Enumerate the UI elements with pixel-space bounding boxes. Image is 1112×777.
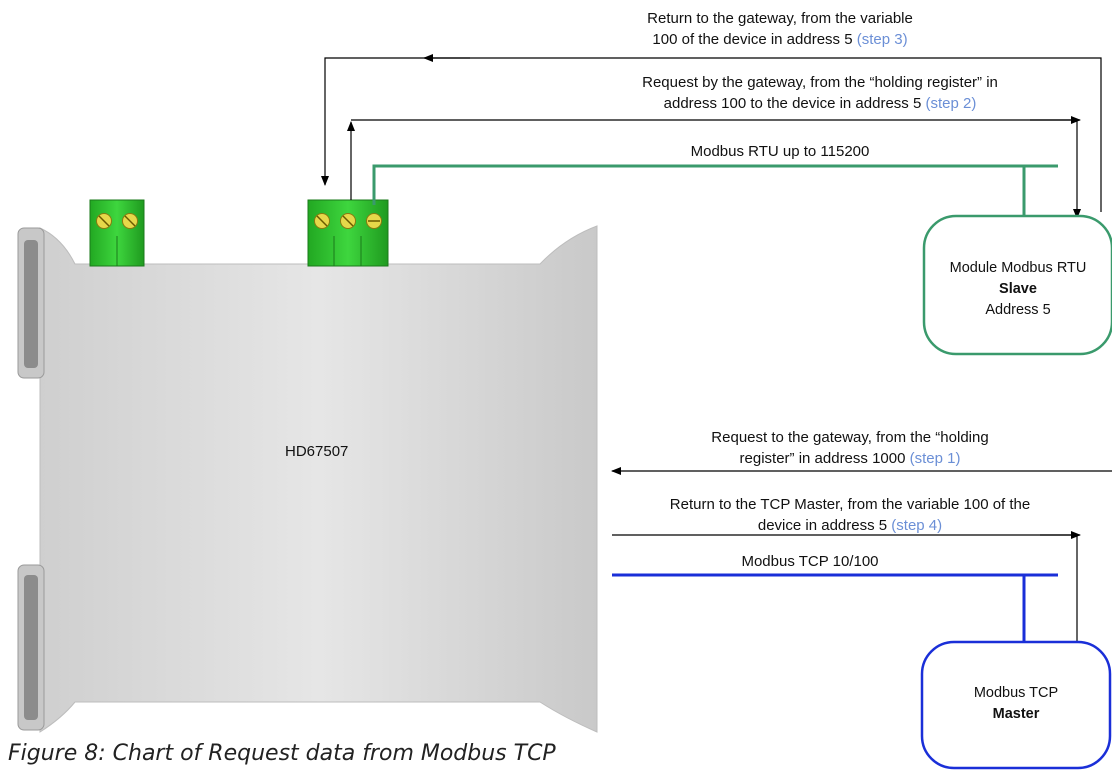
tcp-bus-line	[612, 573, 1058, 642]
master-box	[920, 640, 1112, 770]
tcp-bus-label: Modbus TCP 10/100	[741, 553, 879, 570]
device-name: HD67507	[285, 443, 349, 460]
arrow-step3-label: Return to the gateway, from the variable…	[647, 10, 913, 48]
terminal-block-left	[89, 199, 145, 267]
slave-module-text: Module Modbus RTU Slave Address 5	[949, 260, 1087, 318]
master-text: Modbus TCP Master	[973, 685, 1059, 722]
rtu-bus-line	[372, 164, 1058, 215]
terminal-block-rs485	[307, 199, 389, 267]
arrow-step1-label: Request to the gateway, from the “holdin…	[711, 429, 989, 467]
arrow-step2	[347, 116, 1081, 219]
arrow-step2-label: Request by the gateway, from the “holdin…	[642, 74, 998, 112]
rtu-bus-label: Modbus RTU up to 115200	[690, 143, 870, 160]
slave-module-box	[922, 214, 1112, 356]
arrow-step4-label: Return to the TCP Master, from the varia…	[669, 496, 1031, 534]
arrow-step3	[321, 54, 1102, 212]
device-body	[17, 225, 598, 733]
figure-caption: Figure 8: Chart of Request data from Mod…	[8, 741, 556, 766]
